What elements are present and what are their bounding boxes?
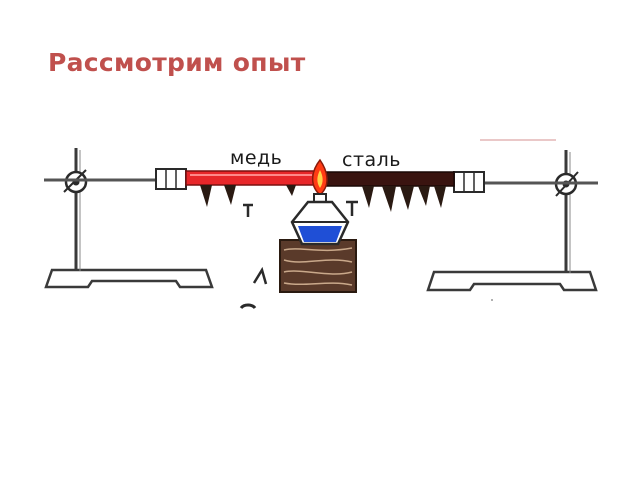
right-stand-base: [426, 270, 598, 292]
copper-rod: [185, 170, 317, 186]
steel-label: сталь: [342, 149, 401, 171]
wax-drop: [382, 186, 396, 212]
wax-drop: [200, 185, 212, 207]
wax-drop: [434, 186, 446, 208]
left-stand: [44, 148, 214, 289]
wax-drop: [400, 186, 414, 210]
slide-title: Рассмотрим опыт: [48, 48, 306, 77]
left-stand-base: [44, 268, 214, 289]
wax-drop: [418, 186, 430, 206]
wax-drop: [286, 185, 296, 196]
small-mark: [252, 266, 268, 285]
small-mark-2: [239, 303, 257, 310]
left-coupler: [155, 168, 187, 190]
copper-label: медь: [230, 147, 282, 169]
wood-block: [279, 239, 357, 293]
steel-wax-drops: [362, 186, 446, 212]
fallen-pin: [243, 203, 253, 217]
fallen-pin-right: [346, 200, 358, 216]
speck: [491, 299, 493, 301]
steel-rod: [319, 171, 455, 187]
copper-wax-drops: [200, 185, 296, 207]
wax-drop: [362, 186, 374, 208]
lamp-fuel: [298, 226, 342, 242]
spirit-lamp: [290, 193, 350, 246]
flame: [312, 158, 328, 195]
right-coupler: [453, 171, 485, 193]
right-stand: [426, 150, 598, 292]
wax-drop: [224, 185, 236, 205]
